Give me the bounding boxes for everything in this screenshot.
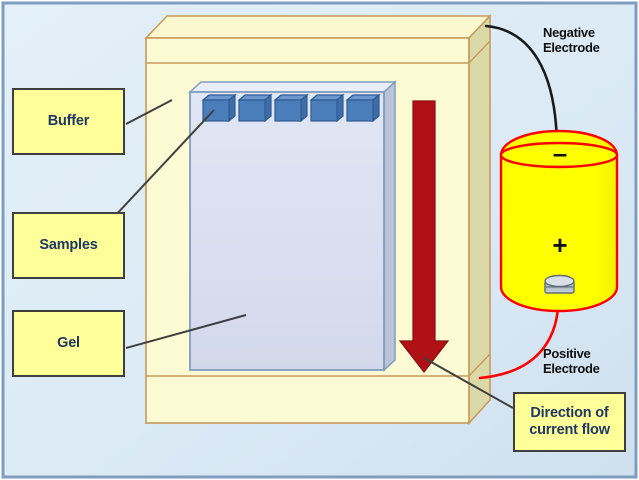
sample-wells [201, 93, 381, 123]
callout-buffer[interactable]: Buffer [12, 88, 125, 155]
callout-buffer-label: Buffer [47, 112, 90, 129]
current-flow-arrow [398, 100, 450, 373]
callout-current-flow[interactable]: Direction of current flow [513, 392, 626, 452]
battery [499, 129, 619, 313]
buffer-leader-line [125, 99, 173, 125]
callout-current-flow-line1: Direction of [530, 404, 609, 421]
sample-well [273, 93, 309, 123]
tank-right-face [468, 14, 491, 426]
gel-slab-face [189, 91, 385, 371]
callout-samples-label: Samples [39, 236, 98, 253]
label-positive-electrode-line2: Electrode [543, 361, 600, 376]
battery-positive-terminal [544, 274, 575, 294]
label-negative-electrode-line2: Electrode [543, 40, 600, 55]
label-negative-electrode-line1: Negative [543, 24, 595, 40]
sample-well [345, 93, 381, 123]
current-leader-line [423, 357, 514, 409]
callout-gel-label: Gel [57, 334, 80, 351]
label-positive-electrode: Positive Electrode [543, 341, 635, 381]
callout-gel[interactable]: Gel [12, 310, 125, 377]
gel-slab-right-edge [383, 80, 396, 372]
tank-side-fold-bottom [468, 353, 491, 377]
label-positive-electrode-line1: Positive [543, 345, 591, 361]
label-negative-electrode: Negative Electrode [543, 20, 635, 60]
sample-well [201, 93, 237, 123]
callout-samples[interactable]: Samples [12, 212, 125, 279]
samples-leader-line [113, 109, 215, 218]
negative-electrode-wire [484, 24, 559, 148]
gel-leader-line [125, 314, 247, 349]
sample-well [309, 93, 345, 123]
gel-slab-top-edge [188, 81, 397, 93]
sample-well [237, 93, 273, 123]
tank-side-fold-top [468, 40, 491, 64]
positive-sign: + [552, 230, 568, 260]
negative-sign: – [552, 138, 568, 168]
tank-top-face [144, 15, 492, 39]
callout-current-flow-line2: current flow [529, 422, 610, 438]
